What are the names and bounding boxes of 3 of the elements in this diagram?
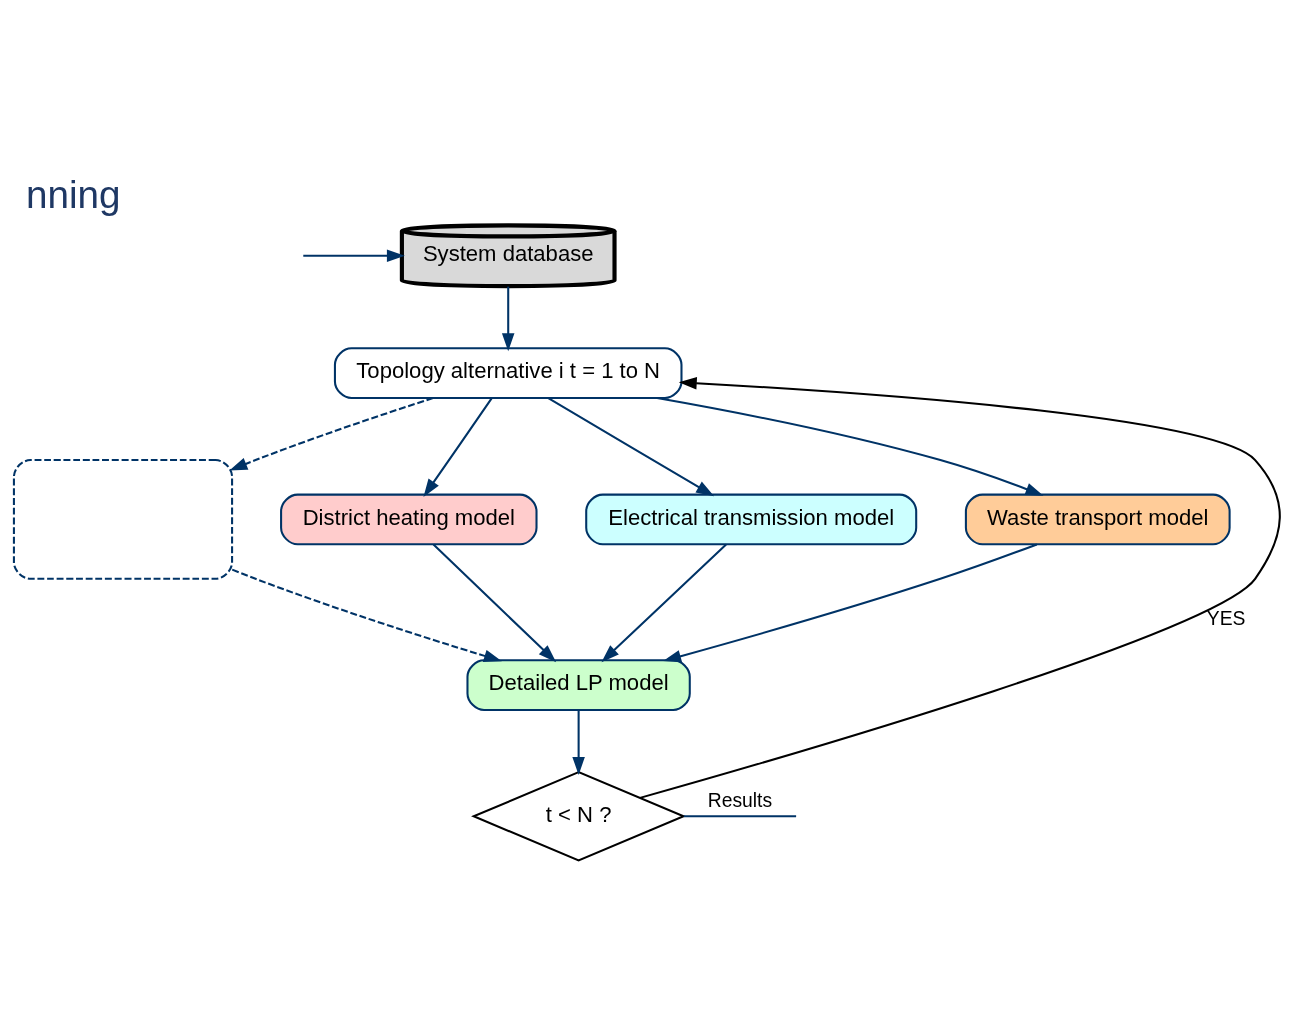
diagram-title: nning (26, 172, 121, 216)
edge-label: Results (707, 789, 773, 811)
edge-label: YES (1206, 607, 1246, 629)
